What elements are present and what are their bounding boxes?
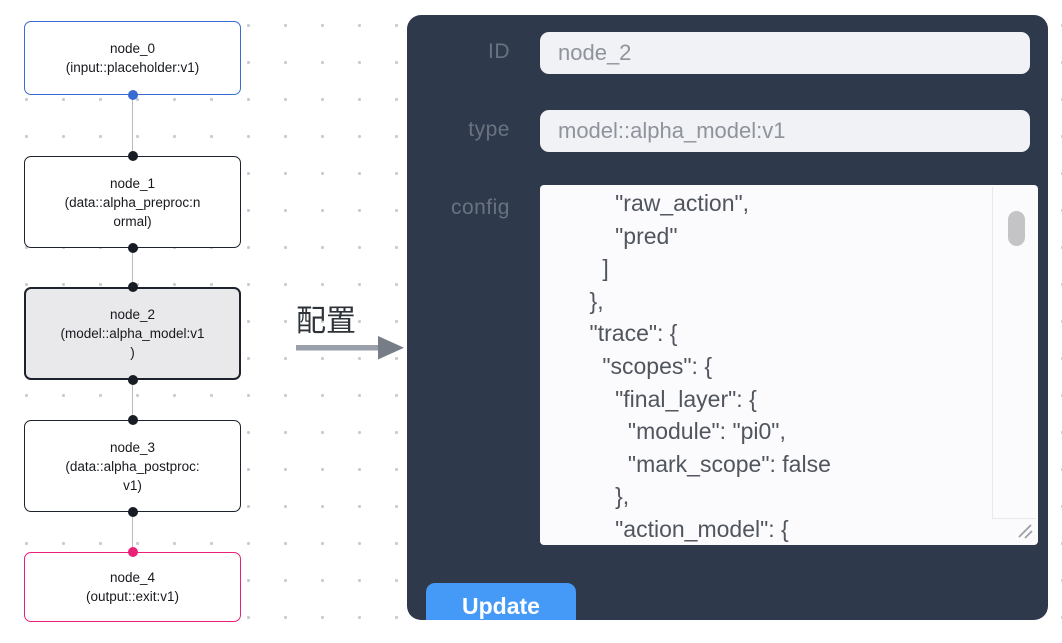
scrollbar-track-divider	[992, 187, 993, 519]
node-data-postproc[interactable]: node_3 (data::alpha_postproc: v1)	[24, 420, 241, 512]
id-input[interactable]: node_2	[540, 32, 1030, 74]
node-title: node_1	[109, 175, 156, 191]
input-port-dot[interactable]	[127, 547, 138, 557]
input-port-dot[interactable]	[127, 415, 138, 425]
config-field-label: config	[450, 196, 510, 219]
edge-node0-node1	[131, 95, 133, 156]
update-button[interactable]: Update	[426, 583, 576, 620]
type-input[interactable]: model::alpha_model:v1	[540, 110, 1030, 152]
node-output-exit[interactable]: node_4 (output::exit:v1)	[24, 552, 241, 622]
node-type-label: (model::alpha_model:v1	[60, 326, 205, 341]
edge-node1-node2	[131, 248, 133, 287]
output-port-dot[interactable]	[127, 90, 138, 100]
input-port-dot[interactable]	[127, 282, 138, 292]
type-field-label: type	[468, 118, 510, 141]
node-type-label: v1)	[123, 477, 142, 493]
config-textarea[interactable]: "raw_action", "pred" ] }, "trace": { "sc…	[540, 185, 1038, 545]
node-title: node_2	[109, 307, 156, 322]
output-port-dot[interactable]	[127, 375, 138, 385]
configure-label: 配置	[296, 305, 356, 338]
node-title: node_4	[109, 570, 156, 585]
node-input-placeholder[interactable]: node_0 (input::placeholder:v1)	[24, 21, 241, 95]
right-arrow-icon	[296, 336, 404, 360]
node-config-panel: ID node_2 type model::alpha_model:v1 con…	[407, 15, 1048, 620]
id-field-label: ID	[488, 40, 510, 63]
scrollbar-thumb[interactable]	[1008, 211, 1025, 246]
edge-node3-node4	[131, 512, 133, 552]
node-type-label: (output::exit:v1)	[85, 589, 180, 604]
node-model-selected[interactable]: node_2 (model::alpha_model:v1 )	[24, 287, 241, 380]
node-type-label: (input::placeholder:v1)	[65, 60, 200, 75]
node-data-preproc[interactable]: node_1 (data::alpha_preproc:n ormal)	[24, 156, 241, 248]
edge-node2-node3	[131, 380, 133, 420]
node-type-label: ormal)	[113, 213, 152, 229]
node-title: node_3	[109, 439, 156, 455]
output-port-dot[interactable]	[127, 507, 138, 517]
input-port-dot[interactable]	[127, 151, 138, 161]
resize-grip-icon[interactable]	[1015, 521, 1035, 541]
node-title: node_0	[109, 41, 156, 56]
config-json-text: "raw_action", "pred" ] }, "trace": { "sc…	[589, 190, 831, 542]
scrollbar-corner-divider	[992, 518, 1036, 519]
node-type-label: (data::alpha_postproc:	[65, 458, 200, 474]
node-type-label: (data::alpha_preproc:n	[64, 194, 201, 210]
output-port-dot[interactable]	[127, 243, 138, 253]
node-type-label: )	[130, 345, 135, 360]
